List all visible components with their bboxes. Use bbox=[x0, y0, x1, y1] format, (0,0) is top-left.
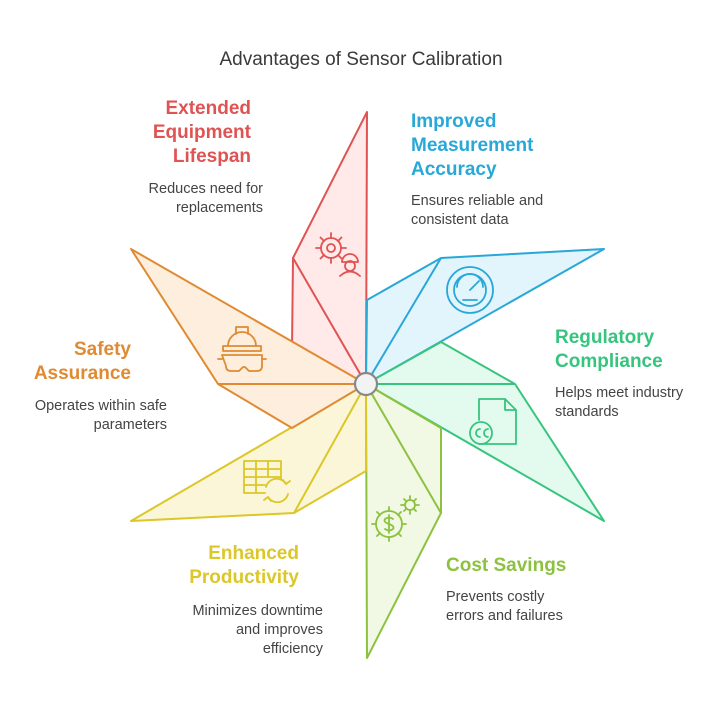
savings-description: Prevents costly errors and failures bbox=[446, 589, 563, 624]
blade-savings-crease bbox=[365, 383, 442, 514]
blade-productivity-crease bbox=[293, 383, 367, 514]
certificate-document-icon bbox=[469, 398, 517, 445]
lifespan-heading: Extended Equipment Lifespan bbox=[152, 98, 251, 167]
hardhat-goggles-icon bbox=[217, 326, 267, 372]
safety-heading: Safety Assurance bbox=[33, 339, 131, 384]
segment-savings bbox=[365, 383, 442, 659]
segment-lifespan bbox=[291, 111, 368, 385]
gear-worker-icon bbox=[315, 232, 361, 277]
dollar-gear-icon bbox=[371, 495, 420, 542]
gauge-icon bbox=[446, 266, 494, 314]
compliance-heading: Regulatory Compliance bbox=[555, 327, 663, 372]
diagram-title: Advantages of Sensor Calibration bbox=[219, 49, 503, 70]
accuracy-description: Ensures reliable and consistent data bbox=[411, 193, 544, 228]
blade-accuracy-crease bbox=[365, 257, 442, 385]
accuracy-heading: Improved Measurement Accuracy bbox=[411, 111, 534, 180]
savings-heading: Cost Savings bbox=[446, 555, 567, 576]
blade-lifespan bbox=[291, 111, 368, 385]
lifespan-description: Reduces need for replacements bbox=[148, 181, 263, 216]
table-refresh-icon bbox=[243, 460, 291, 504]
center-hub bbox=[353, 371, 379, 397]
blade-lifespan-crease bbox=[292, 257, 367, 385]
productivity-heading: Enhanced Productivity bbox=[189, 543, 299, 588]
productivity-description: Minimizes downtime and improves efficien… bbox=[192, 603, 323, 657]
compliance-description: Helps meet industry standards bbox=[555, 385, 684, 420]
segment-compliance bbox=[365, 341, 605, 522]
segment-safety bbox=[130, 248, 367, 429]
safety-description: Operates within safe parameters bbox=[34, 398, 167, 433]
